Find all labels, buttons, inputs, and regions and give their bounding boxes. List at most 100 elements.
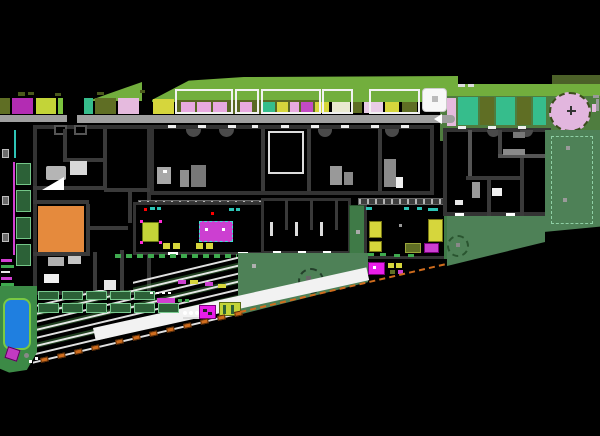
parking-stall bbox=[240, 102, 252, 113]
pergola-canopy bbox=[235, 89, 259, 114]
window-gap bbox=[518, 126, 526, 129]
parking-stall bbox=[12, 98, 33, 114]
door-leaf bbox=[104, 280, 116, 290]
utility-line-west bbox=[14, 130, 16, 158]
door-leaf bbox=[492, 188, 502, 196]
sidewalk bbox=[0, 115, 67, 122]
planter-grid-box bbox=[86, 303, 107, 313]
alarm-dot bbox=[144, 208, 147, 211]
toilet bbox=[396, 177, 403, 188]
parking-stall bbox=[84, 98, 93, 114]
label-mark-teal bbox=[236, 208, 240, 211]
parking-stall bbox=[353, 102, 362, 113]
parking-stall bbox=[301, 102, 313, 113]
furniture bbox=[472, 182, 480, 198]
planter-grid-box bbox=[110, 303, 131, 313]
annotation-mark bbox=[390, 270, 395, 274]
door-arc bbox=[385, 129, 399, 137]
chair-dot bbox=[140, 220, 143, 223]
orange-room-block bbox=[38, 206, 84, 252]
van-detail bbox=[432, 96, 438, 102]
corner-fixture bbox=[593, 95, 599, 98]
interior-wall bbox=[104, 188, 151, 192]
label-mark-teal bbox=[428, 208, 438, 211]
planter-box-west bbox=[16, 244, 31, 266]
annotation-mark bbox=[396, 263, 402, 268]
alarm-dot bbox=[211, 212, 214, 215]
parking-stall bbox=[58, 98, 63, 114]
bath-fixture bbox=[384, 159, 396, 187]
annotation-mark bbox=[205, 282, 213, 286]
annotation-mark bbox=[157, 298, 175, 303]
bath-fixture bbox=[344, 172, 353, 185]
utility-box bbox=[2, 233, 9, 242]
interior-wall bbox=[487, 180, 491, 216]
furniture bbox=[513, 132, 525, 138]
annotation-dot bbox=[162, 292, 165, 294]
person-symbol bbox=[189, 311, 193, 315]
magenta-kiosk bbox=[368, 262, 385, 275]
utility-box bbox=[2, 196, 9, 205]
label-mark-teal bbox=[229, 208, 234, 211]
annotation-dot bbox=[168, 292, 171, 294]
parking-stall bbox=[153, 99, 174, 114]
parking-stall bbox=[447, 98, 456, 126]
label-mark-teal bbox=[417, 207, 422, 210]
symbol-bar bbox=[183, 317, 199, 319]
door-gap bbox=[168, 252, 178, 255]
interior-wall bbox=[498, 130, 502, 158]
door-arc bbox=[186, 129, 201, 137]
deck-mark bbox=[29, 360, 32, 363]
planter-grid-box bbox=[38, 303, 59, 313]
table-dot bbox=[205, 228, 208, 231]
door-gap bbox=[298, 251, 306, 254]
interior-wall bbox=[93, 252, 97, 295]
door-arc bbox=[487, 130, 500, 137]
door-leaf bbox=[270, 222, 273, 236]
pool-deck-dot bbox=[24, 353, 29, 358]
parking-stall bbox=[496, 97, 515, 125]
annotation-mark bbox=[1, 265, 14, 268]
plant-bit bbox=[408, 254, 414, 257]
property-line-west bbox=[13, 162, 15, 255]
planter-grid-box bbox=[62, 291, 83, 300]
label-mark-teal bbox=[404, 207, 409, 210]
bench bbox=[166, 326, 175, 333]
bench bbox=[183, 322, 192, 329]
sidewalk bbox=[77, 115, 455, 123]
interior-wall bbox=[310, 200, 313, 230]
parking-stall bbox=[36, 98, 56, 114]
door-gap bbox=[273, 251, 281, 254]
pergola-canopy bbox=[369, 89, 420, 114]
annotation-mark bbox=[1, 283, 14, 286]
furniture bbox=[68, 256, 81, 264]
parking-stall bbox=[332, 102, 350, 113]
furniture bbox=[44, 274, 59, 283]
tree-dot bbox=[456, 243, 460, 247]
annotation-mark bbox=[1, 277, 12, 280]
planter-box-west bbox=[16, 190, 31, 212]
interior-wall bbox=[63, 129, 67, 161]
annotation-mark bbox=[178, 280, 186, 284]
window-gap bbox=[488, 126, 496, 129]
entry-notch bbox=[74, 125, 87, 135]
table-dot bbox=[222, 228, 225, 231]
kiosk-stripe bbox=[231, 305, 234, 314]
window-gap bbox=[252, 125, 258, 128]
sofa bbox=[46, 166, 66, 180]
chair-dot bbox=[159, 220, 162, 223]
kitchen-fixture bbox=[180, 170, 189, 187]
annotation-dot bbox=[156, 292, 159, 294]
garden-dashed-border bbox=[551, 136, 593, 224]
planter-box-west bbox=[16, 163, 31, 185]
interior-wall bbox=[466, 176, 522, 180]
window-gap bbox=[401, 125, 409, 128]
interior-wall bbox=[285, 200, 288, 230]
kiosk-mark bbox=[373, 266, 376, 269]
door-arc bbox=[520, 130, 533, 137]
bench bbox=[200, 318, 209, 325]
person-symbol bbox=[183, 311, 187, 315]
window-gap bbox=[311, 125, 319, 128]
annotation-mark bbox=[185, 299, 189, 302]
